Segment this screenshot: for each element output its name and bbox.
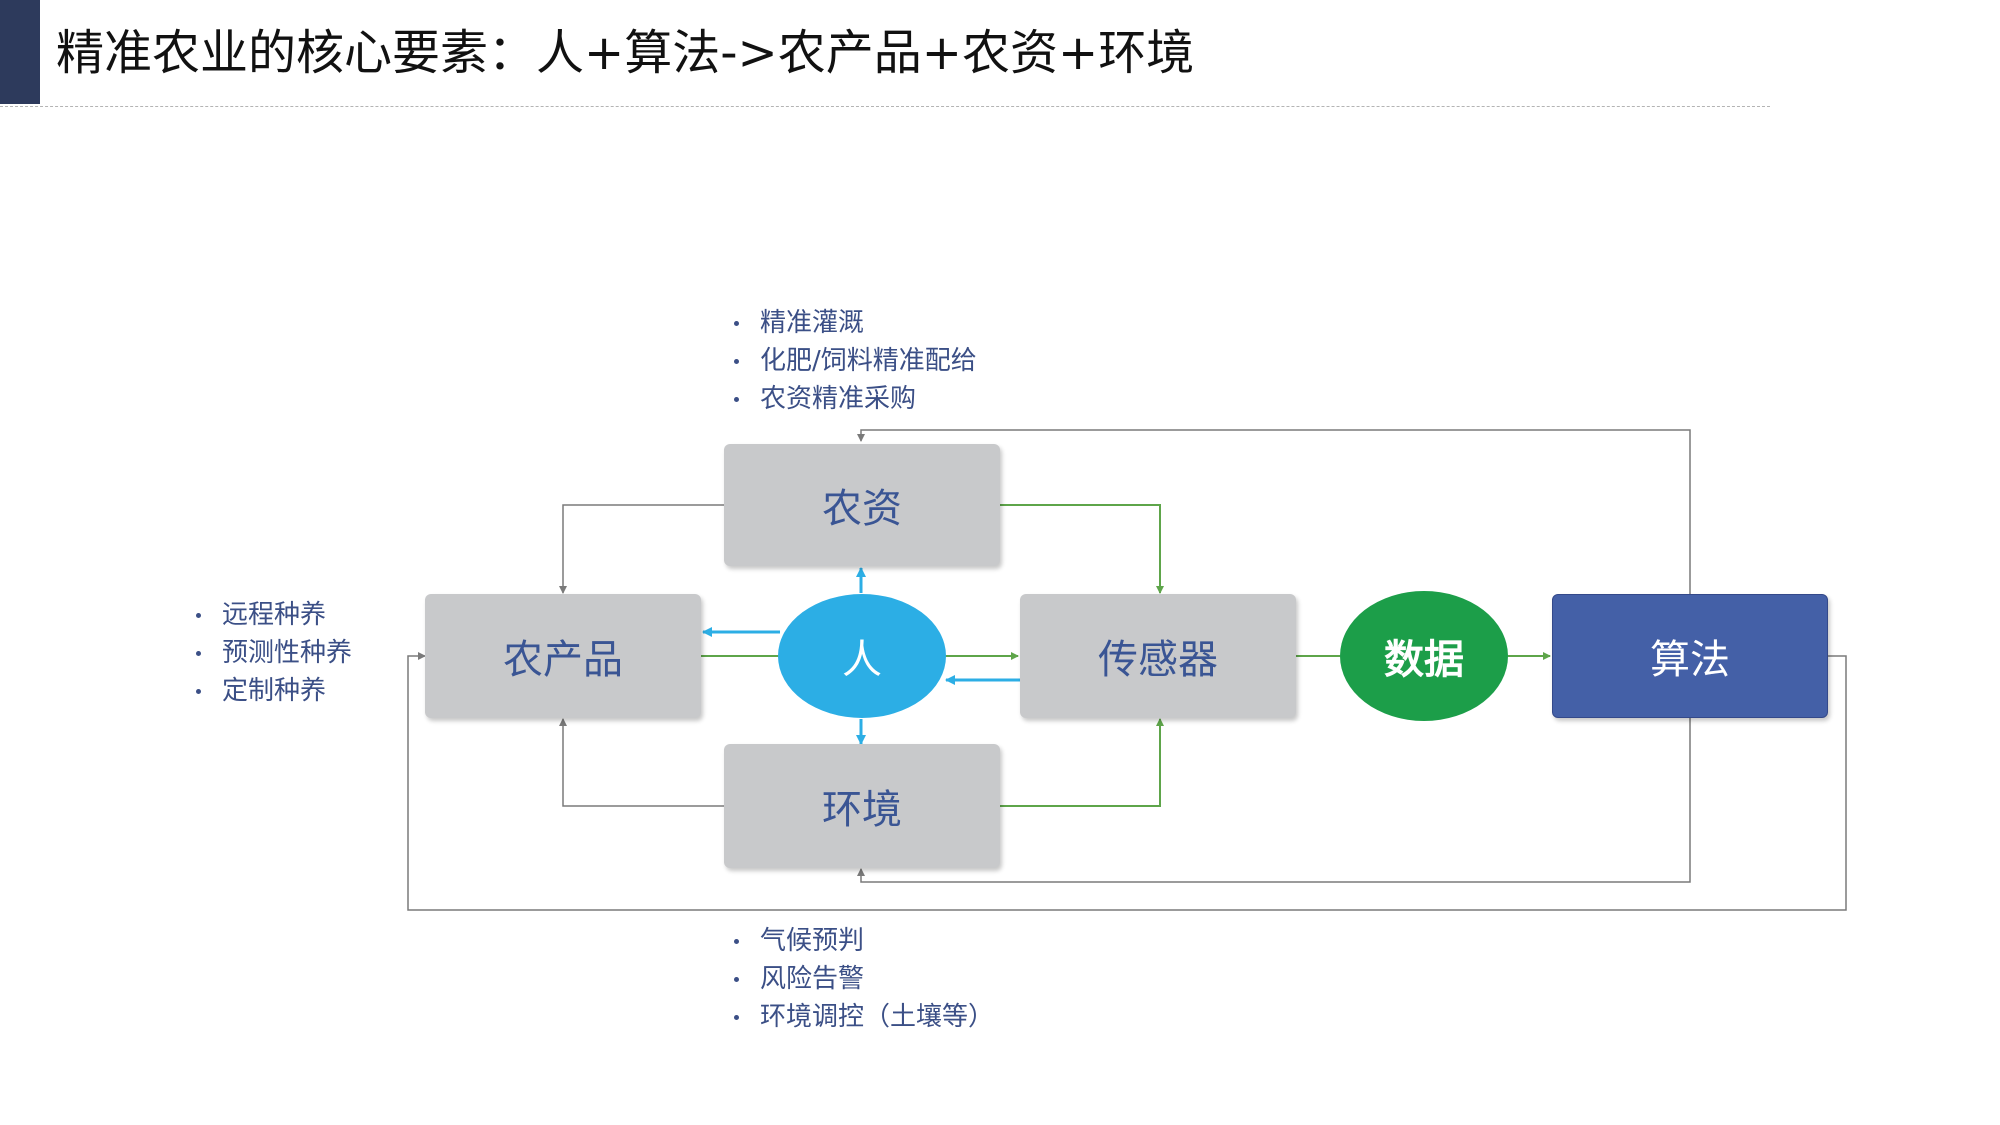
node-huanjing: 环境 — [724, 744, 1000, 868]
notes-nongzi: 精准灌溉 化肥/饲料精准配给 农资精准采购 — [730, 304, 977, 418]
edge-nongzi-to-product — [559, 504, 724, 594]
list-item: 预测性种养 — [192, 634, 352, 672]
node-chuanganqi: 传感器 — [1020, 594, 1296, 718]
edge-env-to-sensor — [1000, 718, 1164, 807]
list-item: 精准灌溉 — [730, 304, 977, 342]
list-item: 定制种养 — [192, 672, 352, 710]
node-suanfa: 算法 — [1552, 594, 1828, 718]
list-item: 风险告警 — [730, 960, 994, 998]
node-nongchanpin: 农产品 — [425, 594, 701, 718]
node-nongzi: 农资 — [724, 444, 1000, 566]
list-item: 远程种养 — [192, 596, 352, 634]
node-ren: 人 — [778, 594, 946, 718]
edge-algorithm-to-nongzi — [857, 429, 1691, 595]
edge-algorithm-to-env — [857, 717, 1691, 883]
title-divider — [0, 106, 1770, 107]
node-shuju: 数据 — [1340, 591, 1508, 721]
list-item: 化肥/饲料精准配给 — [730, 342, 977, 380]
notes-nongchanpin: 远程种养 预测性种养 定制种养 — [192, 596, 352, 710]
list-item: 农资精准采购 — [730, 380, 977, 418]
list-item: 气候预判 — [730, 922, 994, 960]
page-title: 精准农业的核心要素：人+算法->农产品+农资+环境 — [56, 25, 1195, 81]
edge-algorithm-to-product — [407, 652, 1847, 911]
edge-nongzi-to-sensor — [1000, 504, 1164, 594]
list-item: 环境调控（土壤等） — [730, 998, 994, 1036]
notes-huanjing: 气候预判 风险告警 环境调控（土壤等） — [730, 922, 994, 1036]
edge-env-to-product — [559, 718, 724, 807]
title-accent-bar — [0, 0, 40, 104]
